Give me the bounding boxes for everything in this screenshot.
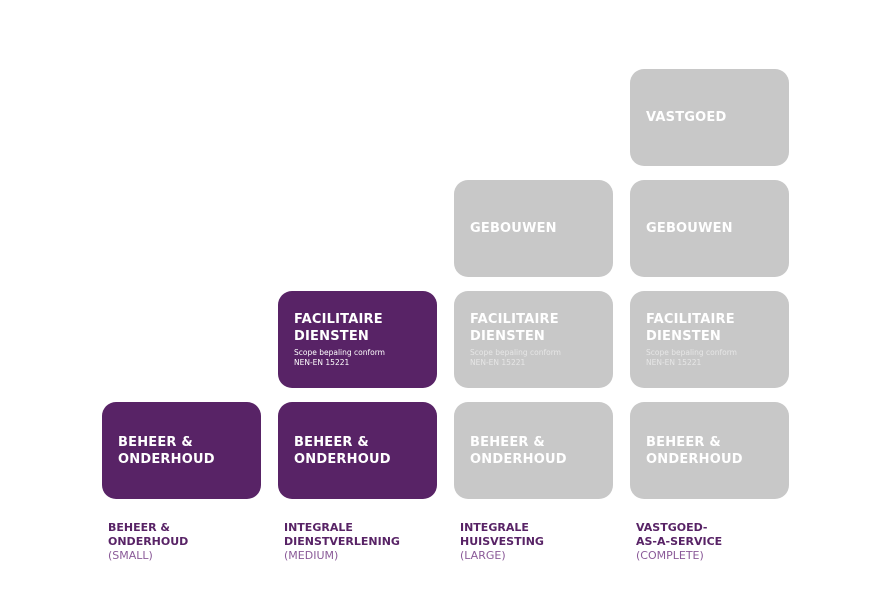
column-label: VASTGOED- AS-A-SERVICE(COMPLETE): [636, 521, 722, 563]
column-label-size: (LARGE): [460, 549, 506, 562]
block-beheer: BEHEER & ONDERHOUD: [454, 402, 613, 499]
column-label-title: INTEGRALE HUISVESTING: [460, 521, 544, 548]
block-beheer: BEHEER & ONDERHOUD: [278, 402, 437, 499]
block-gebouwen: GEBOUWEN: [630, 180, 789, 277]
column-label-title: INTEGRALE DIENSTVERLENING: [284, 521, 400, 548]
block-title: FACILITAIRE DIENSTEN: [646, 312, 735, 344]
block-subtitle: Scope bepaling conform NEN-EN 15221: [470, 348, 561, 367]
block-title: BEHEER & ONDERHOUD: [294, 434, 391, 467]
block-title: GEBOUWEN: [470, 221, 557, 236]
block-gebouwen: GEBOUWEN: [454, 180, 613, 277]
block-subtitle: Scope bepaling conform NEN-EN 15221: [646, 348, 737, 367]
column-label: INTEGRALE DIENSTVERLENING(MEDIUM): [284, 521, 400, 563]
block-title: BEHEER & ONDERHOUD: [118, 434, 215, 467]
column-label-title: BEHEER & ONDERHOUD: [108, 521, 189, 548]
block-title: FACILITAIRE DIENSTEN: [294, 312, 383, 344]
block-facilitaire: FACILITAIRE DIENSTEN Scope bepaling confo…: [630, 291, 789, 388]
block-facilitaire: FACILITAIRE DIENSTEN Scope bepaling confo…: [278, 291, 437, 388]
column-label: BEHEER & ONDERHOUD(SMALL): [108, 521, 188, 563]
block-beheer: BEHEER & ONDERHOUD: [102, 402, 261, 499]
block-facilitaire: FACILITAIRE DIENSTEN Scope bepaling confo…: [454, 291, 613, 388]
block-title: BEHEER & ONDERHOUD: [470, 434, 567, 467]
column-label-title: VASTGOED- AS-A-SERVICE: [636, 521, 723, 548]
column-label-size: (MEDIUM): [284, 549, 339, 562]
block-title: BEHEER & ONDERHOUD: [646, 434, 743, 467]
column-label-size: (SMALL): [108, 549, 153, 562]
block-beheer: BEHEER & ONDERHOUD: [630, 402, 789, 499]
block-title: FACILITAIRE DIENSTEN: [470, 312, 559, 344]
block-title: VASTGOED: [646, 110, 727, 125]
block-title: GEBOUWEN: [646, 221, 733, 236]
column-label-size: (COMPLETE): [636, 549, 704, 562]
block-subtitle: Scope bepaling conform NEN-EN 15221: [294, 348, 385, 367]
block-vastgoed: VASTGOED: [630, 69, 789, 166]
column-label: INTEGRALE HUISVESTING(LARGE): [460, 521, 544, 563]
